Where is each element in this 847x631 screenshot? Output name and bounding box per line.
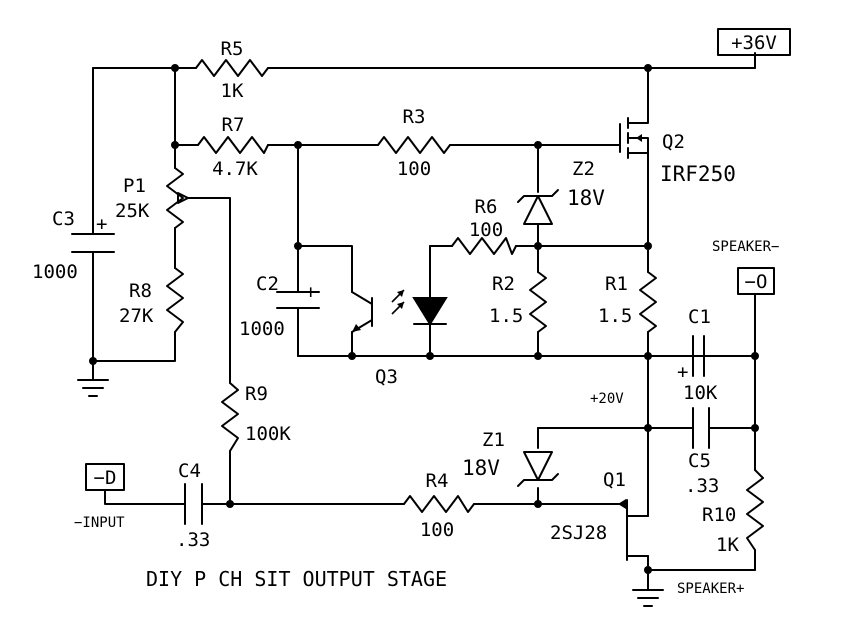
resistor-r1	[639, 271, 657, 333]
resistor-r3	[377, 136, 451, 154]
c1-value: 10K	[683, 382, 718, 404]
r4-value: 100	[420, 519, 454, 541]
input-label: −INPUT	[74, 515, 125, 531]
z2-name: Z2	[572, 158, 595, 180]
plus20v-label: +20V	[590, 391, 624, 407]
mosfet-q2	[619, 109, 649, 167]
led-diode	[391, 289, 448, 326]
r10-value: 1K	[716, 534, 739, 556]
c2-name: C2	[256, 273, 279, 295]
p1-name: P1	[123, 175, 146, 197]
sit-q1	[611, 499, 649, 561]
r10-name: R10	[702, 504, 736, 526]
capacitor-c2	[276, 291, 320, 309]
c3-plus-mark: +	[96, 213, 107, 235]
r9-name: R9	[245, 383, 268, 405]
r2-name: R2	[492, 273, 515, 295]
r8-value: 27K	[119, 305, 154, 327]
r9-value: 100K	[245, 423, 291, 445]
r6-value: 100	[469, 219, 503, 241]
ground-symbol-left	[77, 379, 109, 397]
r2-value: 1.5	[489, 305, 523, 327]
c3-name: C3	[52, 208, 75, 230]
c3-value: 1000	[32, 261, 78, 283]
speaker-pos-label: SPEAKER+	[677, 581, 744, 597]
r5-name: R5	[221, 38, 244, 60]
svg-text:−D: −D	[94, 467, 117, 489]
z1-name: Z1	[482, 429, 505, 451]
c5-value: .33	[685, 475, 719, 497]
c4-value: .33	[176, 529, 210, 551]
ground-symbol-right	[632, 589, 664, 607]
q1-value: 2SJ28	[550, 522, 607, 544]
capacitor-c4	[184, 483, 203, 525]
resistor-r9	[221, 382, 239, 452]
resistor-r2	[529, 271, 547, 333]
c4-name: C4	[178, 460, 201, 482]
z1-value: 18V	[462, 456, 500, 480]
junction-dots	[89, 64, 759, 574]
r1-value: 1.5	[598, 305, 632, 327]
q2-value: IRF250	[660, 162, 736, 186]
c1-plus-mark: +	[677, 361, 688, 383]
r3-name: R3	[403, 106, 426, 128]
resistor-r7	[197, 136, 269, 154]
q1-name: Q1	[603, 469, 626, 491]
potentiometer-p1	[166, 167, 189, 229]
resistor-r6	[451, 237, 517, 255]
p1-value: 25K	[115, 200, 150, 222]
svg-text:−O: −O	[745, 271, 768, 293]
r8-name: R8	[129, 280, 152, 302]
q2-name: Q2	[662, 131, 685, 153]
capacitor-c5	[692, 407, 710, 449]
zener-z1	[517, 451, 559, 487]
c1-name: C1	[688, 306, 711, 328]
zener-z2	[517, 189, 559, 225]
resistor-r4	[403, 495, 475, 513]
capacitor-c3	[71, 233, 115, 253]
r7-name: R7	[222, 114, 245, 136]
c2-plus-mark: +	[305, 281, 316, 303]
resistor-r5	[195, 59, 269, 77]
diagram-title: DIY P CH SIT OUTPUT STAGE	[146, 567, 447, 591]
r1-name: R1	[605, 273, 628, 295]
resistor-r8	[166, 267, 184, 333]
capacitor-c1	[647, 335, 705, 377]
terminal-plus36v: +36V	[717, 28, 791, 56]
speaker-neg-label: SPEAKER−	[712, 239, 779, 255]
c5-name: C5	[688, 450, 711, 472]
z2-value: 18V	[567, 186, 605, 210]
r3-value: 100	[397, 158, 431, 180]
phototransistor-q3	[351, 291, 373, 333]
terminal-speaker-neg: −O	[737, 267, 775, 295]
r5-value: 1K	[221, 80, 244, 102]
c2-value: 1000	[239, 318, 285, 340]
resistor-r10	[746, 469, 764, 551]
r4-name: R4	[426, 470, 449, 492]
q3-name: Q3	[375, 366, 398, 388]
r7-value: 4.7K	[212, 158, 258, 180]
wires	[92, 52, 756, 591]
r6-name: R6	[475, 196, 498, 218]
terminal-input: −D	[85, 463, 125, 491]
svg-text:+36V: +36V	[731, 32, 777, 54]
